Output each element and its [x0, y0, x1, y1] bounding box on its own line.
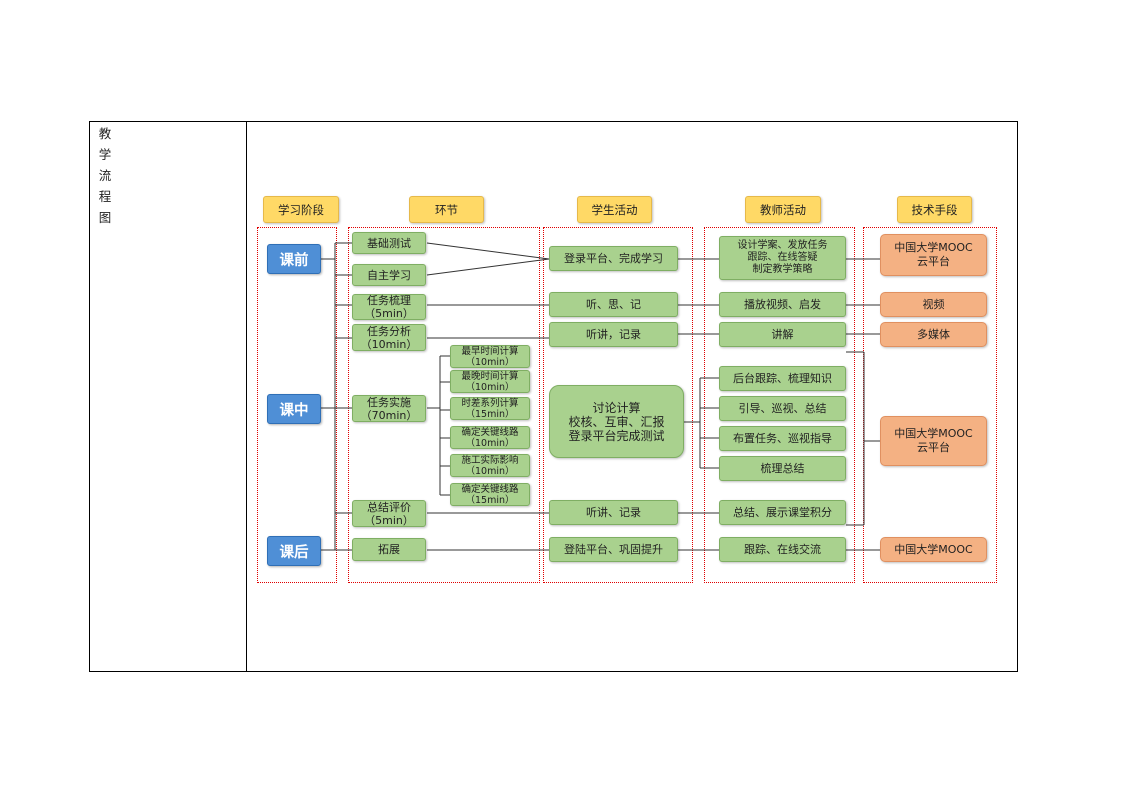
- teacher-activity-1: 设计学案、发放任务跟踪、在线答疑制定教学策略: [719, 236, 846, 280]
- tech-mooc: 中国大学MOOC: [880, 537, 987, 562]
- link-self-study-label: 自主学习: [367, 268, 411, 282]
- header-student: 学生活动: [577, 196, 652, 223]
- subtask-item: 最早时间计算（10min）: [450, 345, 530, 368]
- link-task-analysis: 任务分析（10min）: [352, 324, 426, 351]
- student-column-frame: [543, 227, 693, 583]
- student-activity-3: 听讲，记录: [549, 322, 678, 347]
- subtask-item: 最晚时间计算（10min）: [450, 370, 530, 393]
- header-teacher: 教师活动: [745, 196, 821, 223]
- student-activity-5: 听讲、记录: [549, 500, 678, 525]
- teacher-column-frame: [704, 227, 855, 583]
- link-basic-test-label: 基础测试: [367, 236, 411, 250]
- subtask-item: 确定关键线路（15min）: [450, 483, 530, 506]
- table-divider: [246, 121, 247, 672]
- link-basic-test: 基础测试: [352, 232, 426, 254]
- student-activity-2: 听、思、记: [549, 292, 678, 317]
- teacher-activity-3: 讲解: [719, 322, 846, 347]
- link-extend: 拓展: [352, 538, 426, 561]
- teacher-activity-7: 梳理总结: [719, 456, 846, 481]
- link-task-implementation: 任务实施（70min）: [352, 395, 426, 422]
- teacher-activity-5: 引导、巡视、总结: [719, 396, 846, 421]
- outer-table: [89, 121, 1018, 672]
- stage-before-class: 课前: [267, 244, 321, 274]
- teacher-activity-4: 后台跟踪、梳理知识: [719, 366, 846, 391]
- link-task-sort: 任务梳理（5min）: [352, 294, 426, 320]
- subtask-item: 确定关键线路（10min）: [450, 426, 530, 449]
- subtask-item: 施工实际影响（10min）: [450, 454, 530, 477]
- link-self-study: 自主学习: [352, 264, 426, 286]
- stage-column-frame: [257, 227, 337, 583]
- link-summary-evaluation: 总结评价（5min）: [352, 500, 426, 527]
- header-stage: 学习阶段: [263, 196, 339, 223]
- side-label: 教 学 流 程 图: [98, 126, 112, 225]
- header-tech: 技术手段: [897, 196, 972, 223]
- link-column-frame: [348, 227, 540, 583]
- student-activity-6: 登陆平台、巩固提升: [549, 537, 678, 562]
- tech-multimedia: 多媒体: [880, 322, 987, 347]
- teacher-activity-6: 布置任务、巡视指导: [719, 426, 846, 451]
- header-link: 环节: [409, 196, 484, 223]
- student-activity-4: 讨论计算校核、互审、汇报登录平台完成测试: [549, 385, 684, 458]
- stage-after-class: 课后: [267, 536, 321, 566]
- teacher-activity-8: 总结、展示课堂积分: [719, 500, 846, 525]
- tech-video: 视频: [880, 292, 987, 317]
- stage-in-class: 课中: [267, 394, 321, 424]
- link-extend-label: 拓展: [378, 543, 400, 556]
- teacher-activity-9: 跟踪、在线交流: [719, 537, 846, 562]
- subtask-item: 时差系列计算（15min）: [450, 397, 530, 420]
- student-activity-1: 登录平台、完成学习: [549, 246, 678, 271]
- teacher-activity-2: 播放视频、启发: [719, 292, 846, 317]
